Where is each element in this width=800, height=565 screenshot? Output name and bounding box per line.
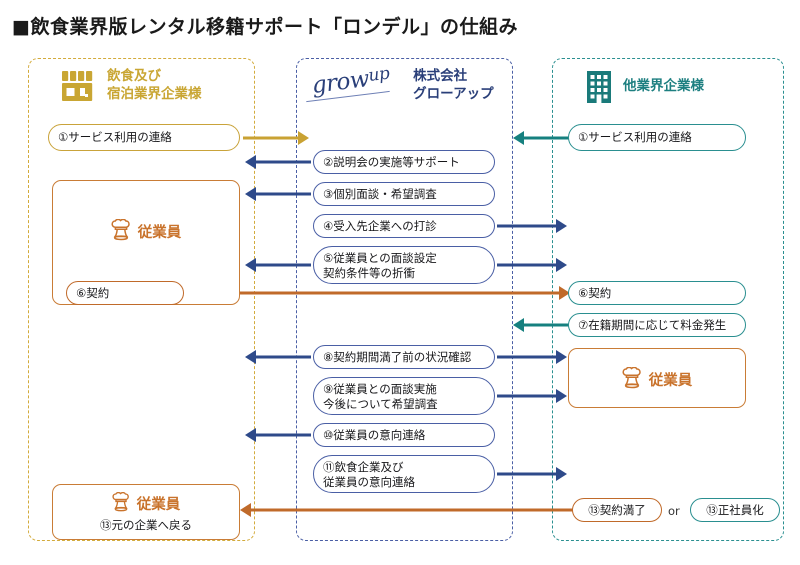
page-title: ■飲食業界版レンタル移籍サポート「ロンデル」の仕組み [12, 16, 518, 38]
employee-label-left-top: 従業員 [53, 218, 239, 243]
storefront-icon [60, 69, 98, 103]
left-column-header: 飲食及び 宿泊業界企業様 [60, 68, 202, 104]
step-13-contract-end-pill[interactable]: ⑬契約満了 [572, 498, 662, 522]
middle-column-header: growup 株式会社 グローアップ [310, 63, 494, 104]
chef-icon [112, 491, 130, 514]
chef-icon [111, 218, 131, 243]
step-3-pill[interactable]: ③個別面談・希望調査 [313, 182, 495, 206]
step-6-left-pill[interactable]: ⑥契約 [66, 281, 184, 305]
step-2-pill[interactable]: ②説明会の実施等サポート [313, 150, 495, 174]
step-7-pill[interactable]: ⑦在籍期間に応じて料金発生 [568, 313, 746, 337]
column-restaurant-industry [28, 58, 255, 541]
middle-column-title: 株式会社 グローアップ [413, 68, 494, 102]
step-1-right-pill[interactable]: ①サービス利用の連絡 [568, 124, 746, 151]
step-5-pill[interactable]: ⑤従業員との面談設定 契約条件等の折衝 [313, 246, 495, 284]
employee-text-left-bottom: 従業員 [136, 496, 181, 513]
step-6-right-pill[interactable]: ⑥契約 [568, 281, 746, 305]
column-other-industry [552, 58, 784, 541]
column-growup-company [296, 58, 513, 541]
employee-label-right: 従業員 [569, 366, 745, 391]
employee-text-left-top: 従業員 [137, 224, 182, 241]
step-4-pill[interactable]: ④受入先企業への打診 [313, 214, 495, 238]
or-label: or [668, 504, 680, 518]
growup-logo: growup [310, 63, 391, 99]
step-11-pill[interactable]: ⑪飲食企業及び 従業員の意向連絡 [313, 455, 495, 493]
step-10-pill[interactable]: ⑩従業員の意向連絡 [313, 423, 495, 447]
chef-icon [622, 366, 642, 391]
employee-box-left-bottom: 従業員 ⑬元の企業へ戻る [52, 484, 240, 540]
step-1-left-pill[interactable]: ①サービス利用の連絡 [48, 124, 240, 151]
employee-box-right: 従業員 [568, 348, 746, 408]
right-column-header: 他業界企業様 [584, 70, 704, 104]
step-13-fulltime-pill[interactable]: ⑬正社員化 [690, 498, 780, 522]
right-column-title: 他業界企業様 [623, 78, 704, 95]
step-9-pill[interactable]: ⑨従業員との面談実施 今後について希望調査 [313, 377, 495, 415]
employee-text-right: 従業員 [648, 372, 693, 389]
office-building-icon [584, 70, 614, 104]
step-8-pill[interactable]: ⑧契約期間満了前の状況確認 [313, 345, 495, 369]
employee-label-left-bottom: 従業員 [53, 491, 239, 514]
left-column-title: 飲食及び 宿泊業界企業様 [107, 68, 202, 102]
step-13-return-label: ⑬元の企業へ戻る [100, 518, 192, 532]
